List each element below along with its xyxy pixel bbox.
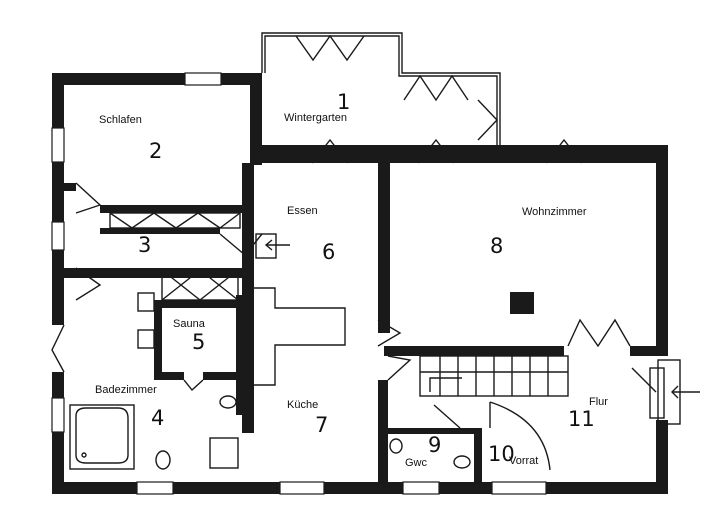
staircase	[419, 355, 569, 397]
room-number-1: 1	[337, 90, 350, 114]
bathroom-fixtures	[69, 292, 471, 470]
room-name-5: Sauna	[173, 318, 206, 330]
room-number-2: 2	[149, 139, 162, 163]
room-number-9: 9	[428, 433, 441, 457]
room-name-8: Wohnzimmer	[522, 206, 587, 218]
room-number-8: 8	[490, 234, 503, 258]
room-number-10: 10	[488, 442, 515, 466]
room-name-10: Vorrat	[509, 455, 538, 467]
wintergarten-glazing	[261, 32, 583, 164]
room-name-7: Küche	[287, 399, 318, 411]
room-number-11: 11	[568, 407, 595, 431]
room-name-4: Badezimmer	[95, 384, 157, 396]
interior-walls	[64, 163, 668, 484]
room-name-11: Flur	[589, 396, 608, 408]
side-entrance	[255, 233, 290, 259]
door-swings	[51, 182, 657, 471]
closet-cabinets	[109, 212, 241, 301]
room-number-7: 7	[315, 413, 328, 437]
main-entrance	[649, 359, 700, 425]
kitchen-counter	[254, 287, 346, 386]
room-number-3: 3	[138, 233, 151, 257]
windows	[51, 72, 547, 495]
room-number-4: 4	[151, 406, 164, 430]
room-number-6: 6	[322, 240, 335, 264]
room-number-5: 5	[192, 330, 205, 354]
room-name-9: Gwc	[405, 457, 428, 469]
room-name-6: Essen	[287, 205, 318, 217]
room-name-2: Schlafen	[99, 114, 142, 126]
exterior-walls	[52, 73, 668, 494]
room-name-1: Wintergarten	[284, 112, 347, 124]
